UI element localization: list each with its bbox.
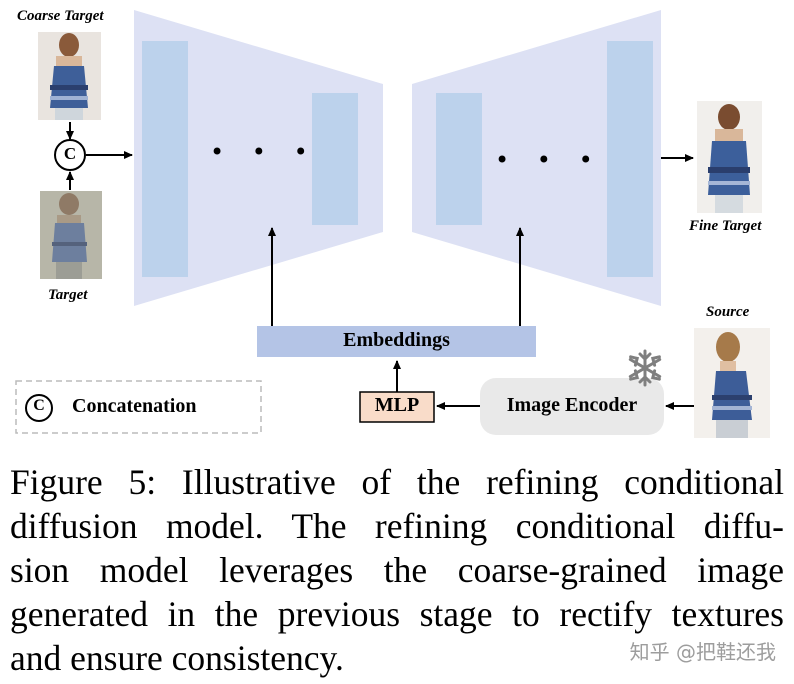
legend-symbol: C bbox=[33, 397, 45, 414]
mlp-label: MLP bbox=[374, 394, 420, 416]
encoder-dots: • • • bbox=[210, 138, 318, 166]
decoder-dots: • • • bbox=[495, 146, 603, 174]
coarse-target-image bbox=[38, 32, 101, 120]
encoder-block-small bbox=[312, 93, 358, 225]
unet-decoder bbox=[412, 10, 661, 306]
embeddings-label: Embeddings bbox=[343, 329, 450, 351]
snowflake-icon bbox=[628, 349, 662, 387]
unet-encoder bbox=[134, 10, 383, 306]
encoder-block-large bbox=[142, 41, 188, 277]
fine-target-image bbox=[697, 101, 762, 213]
concat-node bbox=[54, 139, 86, 171]
decoder-block-large bbox=[607, 41, 653, 277]
embeddings-box bbox=[257, 326, 536, 357]
caption-line: Figure 5: Illustrative of the refining c… bbox=[10, 462, 784, 502]
source-label: Source bbox=[706, 304, 750, 320]
watermark: 知乎 @把鞋还我 bbox=[629, 640, 776, 664]
caption-line: diffusion model. The refining conditiona… bbox=[10, 506, 784, 546]
legend-concat-symbol bbox=[25, 394, 53, 422]
target-image bbox=[40, 191, 102, 279]
coarse-target-label: Coarse Target bbox=[17, 8, 104, 24]
figure-diagram bbox=[15, 10, 770, 438]
figure-caption: Figure 5: Illustrative of the refining c… bbox=[10, 460, 784, 680]
legend-label: Concatenation bbox=[72, 395, 197, 417]
legend-box bbox=[15, 380, 262, 434]
refining-diffusion-figure: Coarse Target Target Fine Target Source … bbox=[15, 8, 770, 438]
decoder-block-small bbox=[436, 93, 482, 225]
target-label: Target bbox=[48, 287, 88, 303]
source-image bbox=[694, 328, 770, 438]
mlp-box bbox=[359, 391, 435, 423]
image-encoder-box bbox=[480, 378, 664, 435]
concat-symbol: C bbox=[63, 144, 77, 163]
caption-line: generated in the previous stage to recti… bbox=[10, 594, 784, 634]
caption-line: and ensure consistency. bbox=[10, 638, 344, 678]
image-encoder-label: Image Encoder bbox=[506, 394, 638, 416]
fine-target-label: Fine Target bbox=[689, 218, 762, 234]
caption-line: sion model leverages the coarse-grained … bbox=[10, 550, 784, 590]
